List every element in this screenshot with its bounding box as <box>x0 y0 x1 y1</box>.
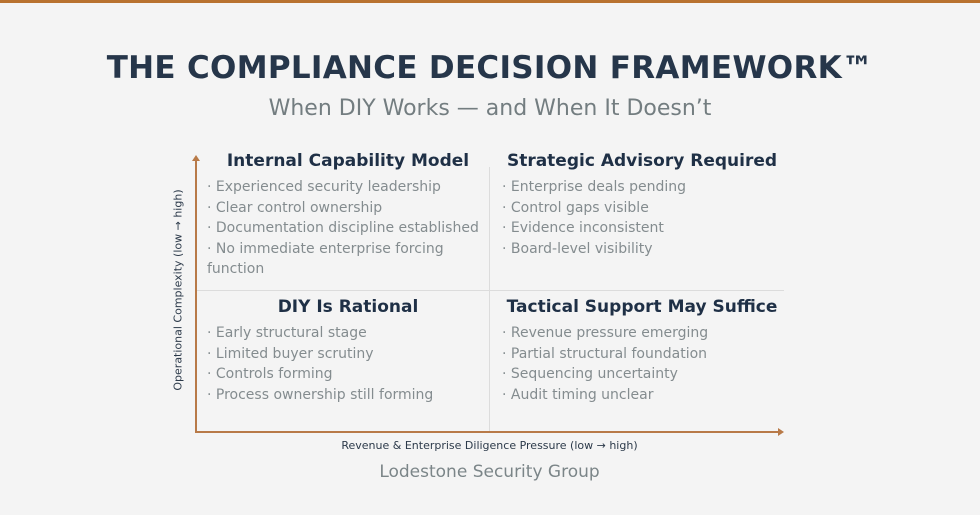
list-item: · Process ownership still forming <box>207 386 434 403</box>
quadrant-top-right: Strategic Advisory Required · Enterprise… <box>502 151 782 259</box>
list-item: · Controls forming <box>207 366 333 382</box>
list-item: · Experienced security leadership <box>207 179 441 195</box>
list-item: · Control gaps visible <box>502 199 649 216</box>
y-axis-arrow-icon <box>192 155 200 161</box>
page-subtitle: When DIY Works — and When It Doesn’t <box>268 96 712 121</box>
quadrant-divider-vertical <box>489 167 490 431</box>
quadrant-bottom-left: DIY Is Rational · Early structural stage… <box>207 297 489 405</box>
y-axis-line <box>195 160 197 433</box>
list-item: · Audit timing unclear <box>502 386 654 403</box>
quadrant-divider-horizontal <box>197 290 784 291</box>
x-axis-arrow-icon <box>778 428 784 436</box>
list-item: · Limited buyer scrutiny <box>207 345 374 362</box>
list-item: · Evidence inconsistent <box>502 220 664 236</box>
brand-footer: Lodestone Security Group <box>379 462 600 482</box>
list-item: · No immediate enterprise forcing <box>207 240 444 257</box>
list-item: · Clear control ownership <box>207 199 383 216</box>
top-accent-bar <box>0 0 980 3</box>
quadrant-list: · Experienced security leadership · Clea… <box>207 177 489 280</box>
list-item: · Documentation discipline established <box>207 220 479 236</box>
x-axis-line <box>195 431 779 433</box>
page-title: THE COMPLIANCE DECISION FRAMEWORK™ <box>106 50 874 86</box>
list-item: · Sequencing uncertainty <box>502 366 678 382</box>
quadrant-bottom-right: Tactical Support May Suffice · Revenue p… <box>502 297 782 405</box>
quadrant-top-left: Internal Capability Model · Experienced … <box>207 151 489 280</box>
quadrant-list: · Enterprise deals pending · Control gap… <box>502 177 782 259</box>
list-item: · Partial structural foundation <box>502 345 708 362</box>
x-axis-label: Revenue & Enterprise Diligence Pressure … <box>341 439 638 452</box>
quadrant-title: DIY Is Rational <box>277 297 419 317</box>
quadrant-title: Tactical Support May Suffice <box>506 297 778 317</box>
quadrant-list: · Early structural stage · Limited buyer… <box>207 323 489 405</box>
y-axis-label: Operational Complexity (low → high) <box>171 189 185 391</box>
quadrant-title: Internal Capability Model <box>226 151 470 171</box>
quadrant-title: Strategic Advisory Required <box>506 151 778 171</box>
list-item: function <box>207 261 265 277</box>
list-item: · Enterprise deals pending <box>502 179 686 195</box>
list-item: · Revenue pressure emerging <box>502 325 709 341</box>
list-item: · Board-level visibility <box>502 240 653 257</box>
quadrant-list: · Revenue pressure emerging · Partial st… <box>502 323 782 405</box>
list-item: · Early structural stage <box>207 325 367 341</box>
